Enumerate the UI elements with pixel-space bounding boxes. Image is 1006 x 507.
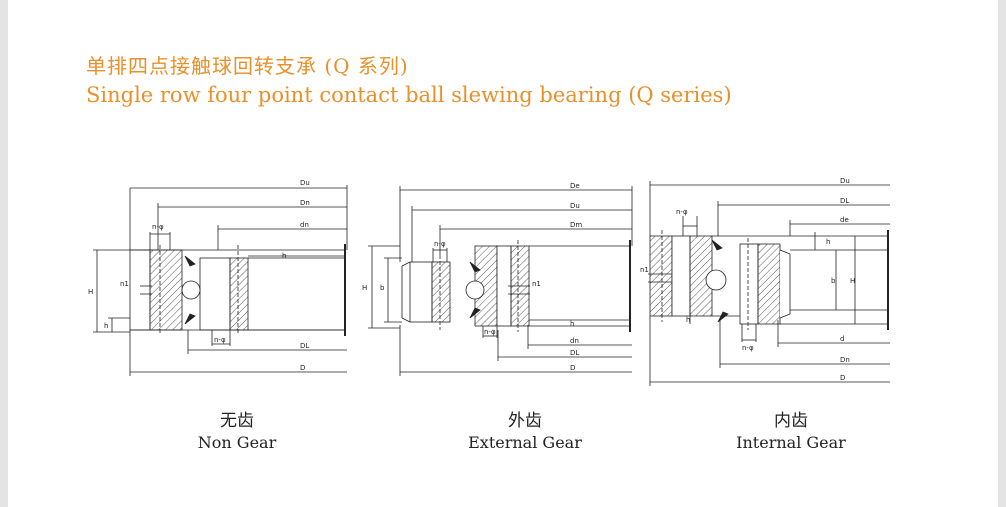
caption-external-gear: 外齿 External Gear xyxy=(425,410,625,454)
dimension-label: H xyxy=(88,288,93,296)
right-page-edge xyxy=(998,0,1006,507)
dimension-label: dn xyxy=(570,337,579,345)
dimension-label: DL xyxy=(840,197,849,205)
dimension-label: n1 xyxy=(120,280,129,288)
caption-internal-gear: 内齿 Internal Gear xyxy=(691,410,891,454)
dimension-label: h xyxy=(570,320,574,328)
dimension-label: n-φ xyxy=(214,336,226,344)
caption-internal-gear-en: Internal Gear xyxy=(736,433,846,452)
dimension-label: Dm xyxy=(570,221,582,229)
dimension-label: h xyxy=(104,322,108,330)
dimension-label: D xyxy=(570,364,575,372)
dimension-label: D xyxy=(840,374,845,382)
caption-internal-gear-cn: 内齿 xyxy=(774,411,808,431)
dimension-label: b xyxy=(831,277,836,285)
dimension-label: n-φ xyxy=(742,344,754,352)
caption-non-gear: 无齿 Non Gear xyxy=(137,410,337,454)
dimension-label: De xyxy=(570,182,580,190)
dimension-label: n1 xyxy=(640,266,649,274)
dimension-label: Du xyxy=(300,179,310,187)
dimension-label: h xyxy=(826,238,830,246)
dimension-label: n-φ xyxy=(484,328,496,336)
dimension-label: Du xyxy=(840,177,850,185)
title-english: Single row four point contact ball slewi… xyxy=(86,83,732,107)
title-chinese: 单排四点接触球回转支承 (Q 系列) xyxy=(86,54,409,78)
external-gear-diagram xyxy=(368,186,633,376)
dimension-label: dn xyxy=(300,221,309,229)
dimension-label: de xyxy=(840,216,849,224)
dimension-label: Du xyxy=(570,202,580,210)
dimension-label: n-φ xyxy=(434,240,446,248)
dimension-label: d xyxy=(840,335,844,343)
internal-gear-diagram xyxy=(648,181,890,386)
caption-non-gear-cn: 无齿 xyxy=(220,411,254,431)
left-page-edge xyxy=(0,0,8,507)
dimension-label: D xyxy=(300,364,305,372)
dimension-label: H xyxy=(362,284,367,292)
dimension-label: b xyxy=(380,284,385,292)
internal-gear-labels: Du DL de d Dn D H b h h n1 n-φ n-φ xyxy=(640,177,855,382)
dimension-label: n1 xyxy=(532,280,541,288)
caption-external-gear-en: External Gear xyxy=(468,433,582,452)
dimension-label: n-φ xyxy=(152,223,164,231)
dimension-label: DL xyxy=(300,342,309,350)
dimension-label: Dn xyxy=(300,199,310,207)
non-gear-labels: Du Dn dn DL D H h h n1 n-φ n-φ xyxy=(88,179,310,372)
caption-non-gear-en: Non Gear xyxy=(197,433,277,452)
dimension-label: H xyxy=(850,277,855,285)
dimension-label: h xyxy=(686,316,690,324)
dimension-label: Dn xyxy=(840,356,850,364)
caption-external-gear-cn: 外齿 xyxy=(508,411,542,431)
dimension-label: n-φ xyxy=(676,208,688,216)
dimension-label: DL xyxy=(570,349,579,357)
dimension-label: h xyxy=(282,252,286,260)
non-gear-diagram xyxy=(93,185,348,376)
external-gear-labels: De Du Dm dn DL D H b h n1 n-φ n-φ xyxy=(362,182,582,372)
